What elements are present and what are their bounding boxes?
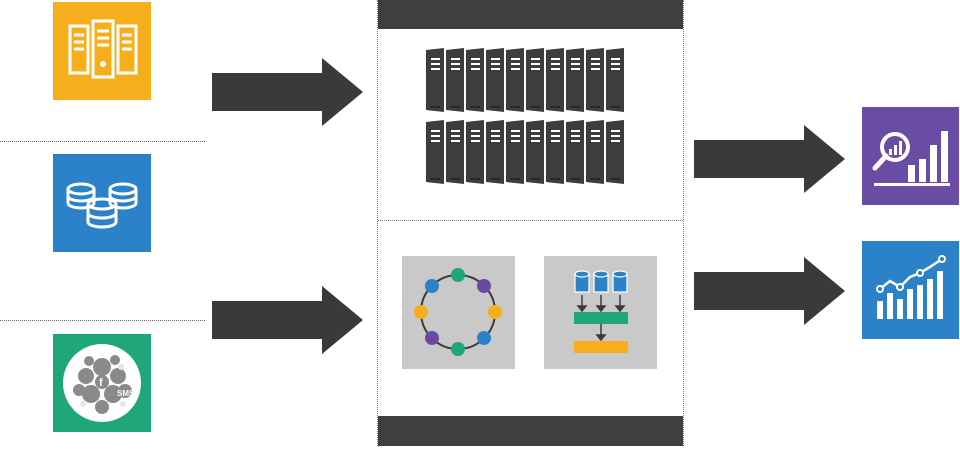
data-pipeline-panel	[544, 256, 657, 369]
social-media-cluster-icon: SMS f	[53, 334, 151, 432]
source-divider-2	[0, 320, 205, 321]
cluster-mid-divider	[378, 220, 683, 221]
output-tile-reporting	[862, 241, 959, 339]
server-tower-icon	[446, 48, 464, 112]
server-tower-icon	[446, 120, 464, 184]
server-tower-icon	[586, 120, 604, 184]
cluster-top-bar	[378, 0, 683, 29]
server-tower-icon	[606, 120, 624, 184]
server-tower-icon	[586, 48, 604, 112]
server-grid	[426, 48, 632, 193]
server-tower-icon	[426, 120, 444, 184]
server-tower-icon	[526, 120, 544, 184]
network-ring-panel	[402, 256, 515, 369]
server-tower-icon	[526, 48, 544, 112]
server-tower-icon	[466, 48, 484, 112]
server-tower-icon	[486, 120, 504, 184]
server-tower-icon	[426, 48, 444, 112]
output-tile-analytics	[862, 107, 959, 205]
server-tower-icon	[506, 120, 524, 184]
server-tower-icon	[506, 48, 524, 112]
processing-cluster-box	[377, 0, 684, 446]
trend-chart-icon	[862, 241, 959, 339]
server-tower-icon	[466, 120, 484, 184]
server-rack-icon	[53, 2, 151, 100]
server-tower-icon	[566, 48, 584, 112]
source-tile-social-media: SMS f	[53, 334, 151, 432]
database-stack-icon	[53, 154, 151, 252]
arrow-social-to-processing	[210, 283, 366, 357]
cluster-bottom-bar	[378, 416, 683, 446]
facebook-glyph: f	[99, 377, 103, 389]
source-divider-1	[0, 141, 205, 142]
server-tower-icon	[606, 48, 624, 112]
magnifier-chart-icon	[862, 107, 959, 205]
network-ring-icon	[414, 268, 502, 356]
source-tile-databases	[53, 154, 151, 252]
server-tower-icon	[566, 120, 584, 184]
server-tower-icon	[546, 120, 564, 184]
source-tile-servers	[53, 2, 151, 100]
arrow-to-analytics	[692, 122, 848, 196]
data-pipeline-icon	[574, 270, 628, 353]
arrow-to-reporting	[692, 254, 848, 328]
arrow-servers-to-cluster	[210, 55, 366, 129]
server-tower-icon	[546, 48, 564, 112]
server-tower-icon	[486, 48, 504, 112]
sms-label: SMS	[117, 389, 135, 398]
